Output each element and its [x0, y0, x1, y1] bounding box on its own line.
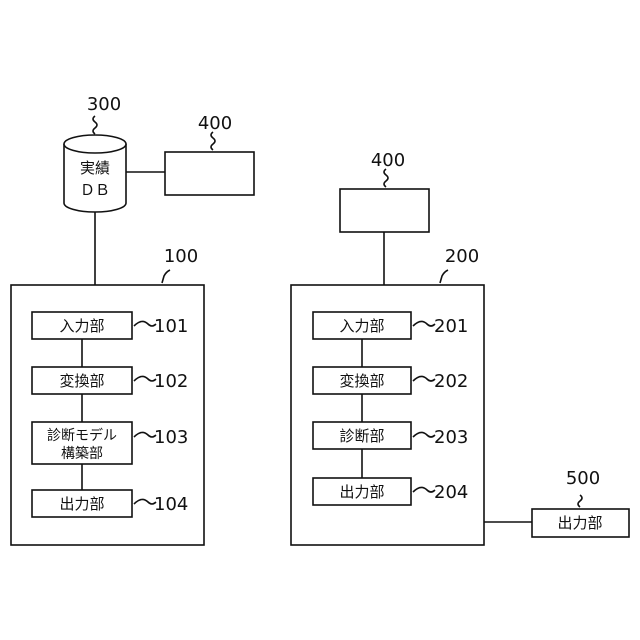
system-200-ref: 200 — [445, 246, 479, 267]
unit-204-ref-leader — [413, 487, 435, 492]
output-device-label: 出力部 — [557, 514, 602, 532]
unit-101-ref: 101 — [154, 316, 188, 337]
unit-104-label: 出力部 — [59, 495, 104, 513]
unit-203-ref-leader — [413, 432, 435, 437]
unit-103-label-line2: 構築部 — [61, 446, 103, 462]
unit-202-label: 変換部 — [339, 372, 384, 390]
unit-103-ref-leader — [134, 432, 156, 437]
unit-104-ref-leader — [134, 499, 156, 504]
database-ref: 300 — [87, 94, 121, 115]
unit-101-ref-leader — [134, 321, 156, 326]
unit-101-label: 入力部 — [59, 317, 104, 335]
system-200-ref-leader — [440, 270, 448, 283]
unit-203-ref: 203 — [434, 427, 468, 448]
unit-202-ref-leader — [413, 376, 435, 381]
unit-102-label: 変換部 — [59, 372, 104, 390]
database-ref-leader — [93, 116, 97, 134]
left-external-ref: 400 — [198, 113, 232, 134]
left-external-box — [165, 152, 254, 195]
database-label-line2: ＤＢ — [80, 181, 110, 199]
right-external-box — [340, 189, 429, 232]
right-external-ref: 400 — [371, 150, 405, 171]
right-external-ref-leader — [384, 169, 388, 187]
unit-204-ref: 204 — [434, 482, 468, 503]
unit-203-label: 診断部 — [339, 427, 384, 445]
output-device-ref: 500 — [566, 468, 600, 489]
unit-102-ref-leader — [134, 376, 156, 381]
unit-201-ref-leader — [413, 321, 435, 326]
unit-202-ref: 202 — [434, 371, 468, 392]
unit-103-label-line1: 診断モデル — [47, 427, 117, 444]
system-100-ref: 100 — [164, 246, 198, 267]
database-label-line1: 実績 — [80, 159, 110, 177]
unit-201-label: 入力部 — [339, 317, 384, 335]
left-external-ref-leader — [211, 132, 215, 150]
unit-204-label: 出力部 — [339, 483, 384, 501]
unit-103-ref: 103 — [154, 427, 188, 448]
unit-104-ref: 104 — [154, 494, 188, 515]
unit-102-ref: 102 — [154, 371, 188, 392]
unit-201-ref: 201 — [434, 316, 468, 337]
system-100-ref-leader — [162, 270, 170, 283]
output-device-ref-leader — [578, 495, 582, 507]
